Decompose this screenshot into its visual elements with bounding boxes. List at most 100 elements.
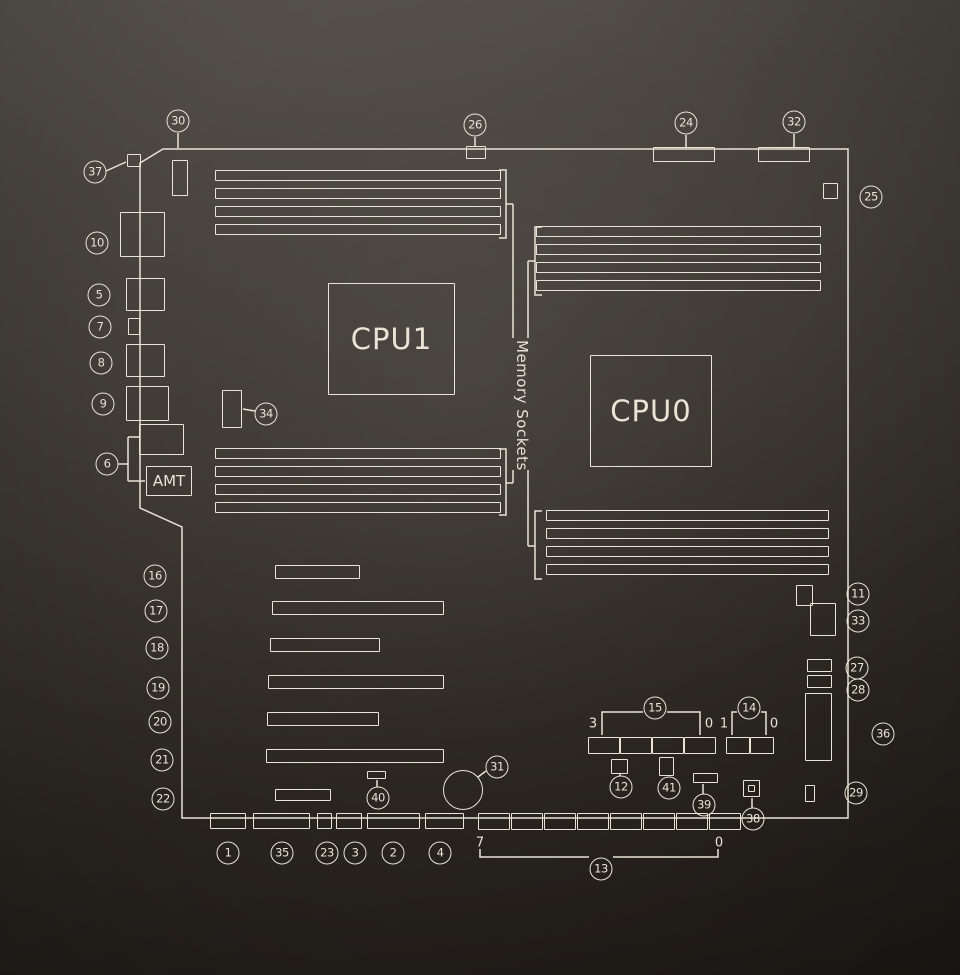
- header-13-cell: [544, 813, 576, 830]
- header-13-bit-high: 7: [475, 835, 485, 851]
- connector-36: [805, 693, 832, 761]
- header-3: [336, 813, 362, 829]
- connector-24: [653, 147, 715, 162]
- expansion-slot-21: [266, 749, 444, 763]
- jumper-15-cell: [588, 737, 620, 754]
- header-13-cell: [577, 813, 609, 830]
- connector-33: [810, 603, 836, 636]
- memory-bracket-cpu1-bottom: [499, 448, 513, 516]
- callout-27: 27: [845, 656, 869, 680]
- header-4: [425, 813, 464, 829]
- dimm-slot: [546, 510, 829, 521]
- memory-bracket-cpu0-bottom: [528, 510, 542, 580]
- connector-40: [367, 771, 386, 779]
- header-13-cell: [676, 813, 708, 830]
- connector-12: [611, 759, 628, 774]
- bracket-6: [118, 436, 145, 482]
- callout-33: 33: [846, 609, 870, 633]
- jumper-15-cell: [652, 737, 684, 754]
- callout-37: 37: [83, 160, 107, 184]
- header-35: [253, 813, 310, 829]
- callout-38: 38: [741, 807, 765, 831]
- jumper-15-bit-high: 3: [588, 716, 598, 732]
- connector-26: [466, 146, 486, 159]
- callout-40: 40: [366, 786, 390, 810]
- dimm-slot: [546, 528, 829, 539]
- callout-21: 21: [150, 748, 174, 772]
- callout-31: 31: [485, 755, 509, 779]
- jumper-14-bit-low: 0: [769, 716, 779, 732]
- io-port-8: [126, 344, 165, 377]
- amt-label: AMT: [152, 472, 186, 490]
- callout-20: 20: [148, 710, 172, 734]
- header-13-cell: [511, 813, 543, 830]
- memory-bracket-cpu0-top: [528, 226, 542, 296]
- header-2: [367, 813, 420, 829]
- callout-1: 1: [216, 841, 240, 865]
- cpu1-label: CPU1: [350, 322, 433, 356]
- io-port-6a: [139, 424, 184, 455]
- header-13-cell: [709, 813, 741, 830]
- callout-23: 23: [315, 841, 339, 865]
- callout-34: 34: [254, 402, 278, 426]
- memory-bracket-cpu1-top: [499, 169, 513, 239]
- leader-31: [477, 770, 487, 778]
- board-outline: [139, 148, 849, 819]
- callout-35: 35: [270, 841, 294, 865]
- callout-39: 39: [692, 793, 716, 817]
- cpu0-label: CPU0: [610, 394, 692, 428]
- dimm-slot: [536, 226, 821, 237]
- memory-sockets-label: Memory Sockets: [513, 339, 531, 471]
- connector-30: [172, 160, 188, 196]
- expansion-slot-20: [267, 712, 379, 726]
- callout-7: 7: [88, 315, 112, 339]
- connector-34: [222, 390, 242, 428]
- connector-39: [693, 773, 718, 783]
- connector-25: [823, 183, 838, 199]
- connector-38-pin: [748, 785, 755, 792]
- callout-41: 41: [657, 776, 681, 800]
- callout-36: 36: [871, 722, 895, 746]
- header-1: [210, 813, 246, 829]
- io-port-7: [128, 318, 140, 335]
- amt-port: AMT: [146, 466, 192, 496]
- connector-32: [758, 147, 810, 162]
- header-13-cell: [643, 813, 675, 830]
- dimm-slot: [215, 170, 501, 181]
- connector-13-bracket: [479, 849, 719, 858]
- dimm-slot: [215, 502, 501, 513]
- jumper-15-cell: [684, 737, 716, 754]
- callout-26: 26: [463, 113, 487, 137]
- expansion-slot-19: [268, 675, 444, 689]
- connector-29: [805, 785, 815, 802]
- jumper-15-bracket: [601, 711, 701, 735]
- callout-13: 13: [589, 857, 613, 881]
- callout-5: 5: [87, 283, 111, 307]
- connector-37: [127, 154, 141, 167]
- callout-15: 15: [643, 696, 667, 720]
- jumper-15-bit-low: 0: [704, 716, 714, 732]
- connector-27: [807, 659, 832, 672]
- callout-18: 18: [145, 636, 169, 660]
- callout-30: 30: [166, 109, 190, 133]
- connector-38: [743, 780, 760, 797]
- dimm-slot: [215, 206, 501, 217]
- dimm-slot: [536, 244, 821, 255]
- callout-24: 24: [674, 111, 698, 135]
- expansion-slot-22: [275, 789, 331, 801]
- leader-37: [105, 161, 127, 172]
- callout-12: 12: [609, 775, 633, 799]
- callout-2: 2: [381, 841, 405, 865]
- header-13-bit-low: 0: [714, 835, 724, 851]
- expansion-slot-17: [272, 601, 444, 615]
- connector-11: [796, 585, 813, 606]
- callout-8: 8: [89, 351, 113, 375]
- dimm-slot: [215, 484, 501, 495]
- callout-29: 29: [844, 781, 868, 805]
- jumper-14-cell: [750, 737, 774, 754]
- cpu0-socket: CPU0: [590, 355, 712, 467]
- expansion-slot-16: [275, 565, 360, 579]
- dimm-slot: [215, 466, 501, 477]
